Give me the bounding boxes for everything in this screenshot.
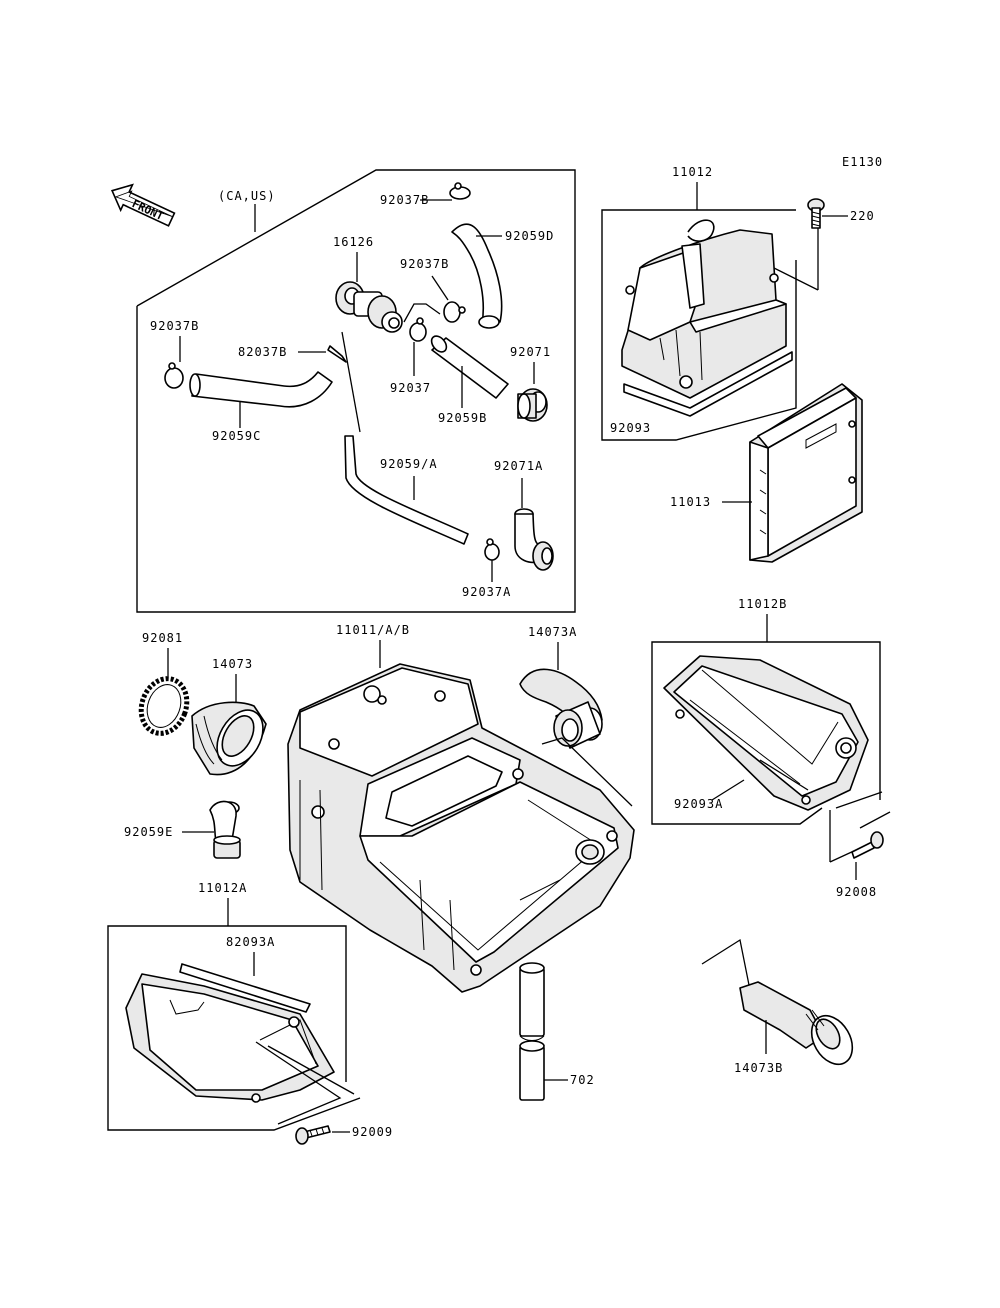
air-cleaner-case-11011-icon	[287, 663, 635, 993]
label-92009: 92009	[352, 1125, 393, 1139]
hose-92059D-icon	[451, 223, 503, 325]
cover-11012A-frame	[107, 925, 361, 1131]
label-92093A: 92093A	[674, 797, 723, 811]
clip-92037A-icon	[484, 538, 500, 561]
label-92071: 92071	[510, 345, 551, 359]
label-11012B: 11012B	[738, 597, 787, 611]
label-11012: 11012	[672, 165, 713, 179]
diagram-code: E1130	[842, 155, 883, 169]
bolt-92008-icon	[851, 831, 884, 859]
label-92059C: 92059C	[212, 429, 261, 443]
label-82093A: 82093A	[226, 935, 275, 949]
bolt-92009-icon	[295, 1125, 331, 1145]
elbow-92059E-icon	[209, 800, 241, 859]
tube-702-icon	[519, 962, 545, 1101]
label-92059D: 92059D	[505, 229, 554, 243]
label-11011: 11011/A/B	[336, 623, 410, 637]
front-arrow-icon: FRONT	[110, 183, 176, 227]
label-82037B: 82037B	[238, 345, 287, 359]
clip-92037B-left-icon	[164, 362, 184, 389]
region-note: (CA,US)	[218, 189, 276, 203]
label-92037B-top: 92037B	[380, 193, 429, 207]
label-92059A: 92059/A	[380, 457, 438, 471]
bolt-220-icon	[807, 198, 825, 229]
label-16126: 16126	[333, 235, 374, 249]
label-14073B: 14073B	[734, 1061, 783, 1075]
label-92008: 92008	[836, 885, 877, 899]
label-92037B-mid: 92037B	[400, 257, 449, 271]
label-702: 702	[570, 1073, 595, 1087]
intake-duct-14073B-icon	[739, 981, 854, 1066]
air-cleaner-cover-11012-icon	[621, 219, 787, 399]
clip-92037-icon	[409, 317, 427, 342]
cap-92071-icon	[517, 388, 548, 422]
label-11013: 11013	[670, 495, 711, 509]
ca-us-kit-frame	[136, 169, 576, 613]
label-14073A: 14073A	[528, 625, 577, 639]
label-92071A: 92071A	[494, 459, 543, 473]
clip-92037B-top-icon	[449, 182, 471, 200]
label-14073: 14073	[212, 657, 253, 671]
clip-92037B-mid-icon	[443, 301, 466, 323]
elbow-92071A-icon	[514, 508, 554, 571]
label-220: 220	[850, 209, 875, 223]
clip-82037B-icon	[327, 345, 347, 363]
cover-11012-frame	[601, 209, 797, 441]
label-92037A: 92037A	[462, 585, 511, 599]
intake-duct-14073A-icon	[519, 668, 603, 749]
label-92059E: 92059E	[124, 825, 173, 839]
cover-11012B-frame	[651, 641, 881, 825]
label-92081: 92081	[142, 631, 183, 645]
tube-92059A-icon	[344, 435, 469, 545]
label-92037B-left: 92037B	[150, 319, 199, 333]
label-92093: 92093	[610, 421, 651, 435]
label-92059B: 92059B	[438, 411, 487, 425]
air-cleaner-cover-11012A-icon	[125, 963, 335, 1103]
clamp-92081-icon	[138, 676, 190, 736]
gasket-92093-icon	[623, 351, 793, 417]
filter-element-11013-icon	[749, 383, 863, 563]
label-11012A: 11012A	[198, 881, 247, 895]
valve-16126-icon	[335, 281, 403, 333]
duct-14073-icon	[191, 701, 267, 776]
hose-92059C-icon	[191, 371, 333, 408]
air-cleaner-cover-11012B-icon	[663, 655, 869, 811]
label-92037: 92037	[390, 381, 431, 395]
